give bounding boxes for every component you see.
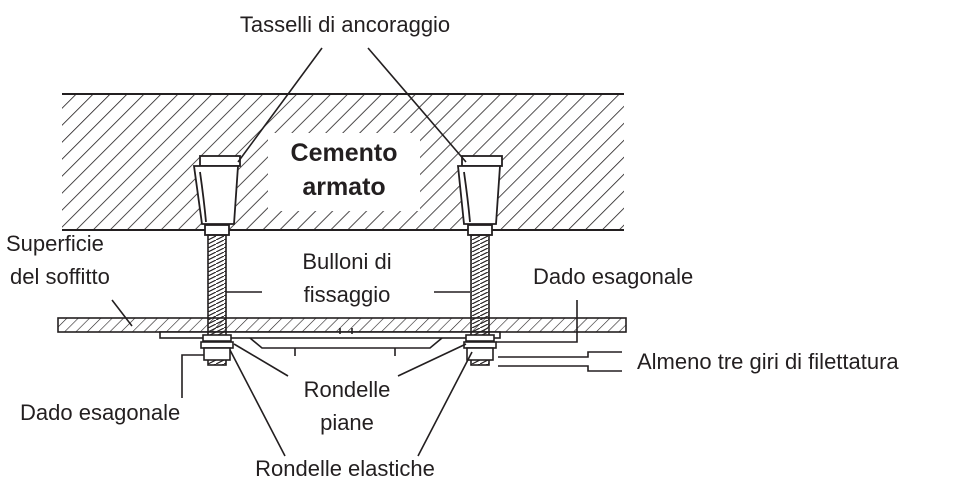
leader-lines [111, 47, 622, 457]
unit-bracket [159, 328, 501, 356]
threads-label: Almeno tre giri di filettatura [637, 349, 899, 374]
hex-nut-left-label: Dado esagonale [20, 400, 181, 425]
ceiling-board [57, 317, 627, 333]
flat-washers-label-line2: piane [320, 410, 374, 435]
bolts-label-line2: fissaggio [303, 282, 391, 307]
bolt-left [200, 234, 234, 366]
concrete-title-line2: armato [302, 173, 386, 201]
anchor-right [457, 155, 503, 236]
bolt-right [463, 234, 497, 366]
flat-washers-label-line1: Rondelle [303, 377, 391, 402]
ceiling-surface-label-line2: del soffitto [10, 264, 110, 289]
ceiling-surface-label-line1: Superficie [6, 231, 104, 256]
anchors-label: Tasselli di ancoraggio [239, 12, 451, 37]
concrete-slab [62, 93, 624, 231]
spring-washers-label: Rondelle elastiche [255, 456, 435, 481]
concrete-title-line1: Cemento [290, 139, 398, 167]
hex-nut-right-label: Dado esagonale [533, 264, 694, 289]
bolts-label-line1: Bulloni di [302, 249, 392, 274]
